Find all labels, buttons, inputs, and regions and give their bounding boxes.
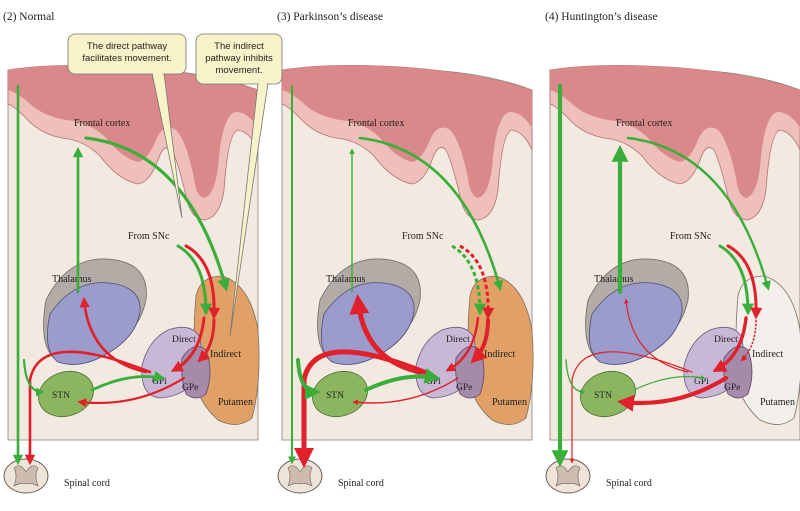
thalamus [46,282,141,365]
indirect-label: Indirect [210,349,241,360]
gpi-to-spinal-cord-arrow [569,351,693,464]
cortex-to-stn-arrow [565,359,586,395]
spinal-cord-label: Spinal cord [338,478,384,489]
stn-label: STN [52,391,70,401]
snc-to-indirect-arrow [726,244,763,320]
indirect-to-gpe-arrow [470,318,490,364]
direct-pathway-callout-line-1: The direct pathway [87,41,168,52]
stn [312,370,368,418]
gpe-to-stn-arrow [616,375,729,412]
indirect-pathway-callout-box [195,33,283,85]
gpi-to-thalamus-arrow [349,294,423,375]
thalamus-label: Thalamus [52,274,92,285]
putamen-label: Putamen [492,397,527,408]
indirect-to-gpe-arrow [197,318,216,363]
snc-to-direct-arrow [718,244,754,316]
direct-pathway-callout-line-2: facilitates movement. [82,53,171,64]
direct-label: Direct [446,335,470,345]
pathways [551,83,771,468]
cortex-surface [282,65,532,198]
direct-to-gpi-arrow [712,316,748,372]
spinal-cord-label: Spinal cord [64,478,110,489]
spinal-gray-matter [13,465,39,487]
stn-to-gpi-arrow [633,375,706,391]
from-snc-label: From SNc [128,231,170,242]
cortex-surface [8,65,258,198]
gpi-to-spinal-cord-arrow [24,350,152,466]
gpi-label: GPi [694,377,709,387]
from-snc-label: From SNc [402,231,444,242]
pathways [288,85,504,468]
indirect-to-gpe-arrow [740,319,757,362]
frontal-cortex-label: Frontal cortex [74,118,130,129]
frontal-cortex-label: Frontal cortex [616,118,672,129]
direct-label: Direct [172,335,196,345]
panel-title: (3) Parkinson’s disease [277,11,383,23]
thalamus [320,282,415,365]
thalamus-label: Thalamus [594,274,634,285]
thalamus [588,282,683,365]
gpe-label: GPe [724,383,740,393]
putamen-label: Putamen [218,397,253,408]
thalamus-label: Thalamus [326,274,366,285]
indirect-pathway-callout-line-3: movement. [216,65,263,76]
pathways [12,84,230,466]
gpi-to-spinal-cord-arrow [294,349,427,468]
snc-to-direct-arrow [176,244,212,316]
spinal-gray-matter [555,465,581,487]
stn-label: STN [326,391,344,401]
indirect-label: Indirect [752,349,783,360]
indirect-label: Indirect [484,349,515,360]
direct-pathway-callout-joint [153,72,163,75]
cortex-surface [550,65,800,198]
indirect-pathway-callout-line-1: The indirect [214,41,264,52]
cortex-to-putamen-arrow [84,136,230,292]
spinal-cord-label: Spinal cord [606,478,652,489]
gpe-label: GPe [182,383,198,393]
spinal-gray-matter [287,465,313,487]
cortex-to-stn-arrow [22,358,45,397]
gpe-label: GPe [456,383,472,393]
direct-pathway-callout-box [67,33,187,75]
snc-to-indirect-arrow [184,244,221,320]
cortex-to-stn-arrow [296,358,321,400]
snc-to-indirect-arrow [459,244,495,320]
cortex-to-putamen-arrow [626,136,771,291]
indirect-pathway-callout-joint [259,82,267,85]
direct-label: Direct [714,335,738,345]
panel-title: (2) Normal [3,11,54,23]
gpi-to-thalamus-arrow [623,298,689,373]
gpe-to-stn-arrow [352,377,459,406]
gpe-to-stn-arrow [77,376,186,408]
panel-title: (4) Huntington’s disease [545,11,657,23]
stn-label: STN [594,391,612,401]
direct-to-gpi-arrow [170,316,206,372]
direct-to-gpi-arrow [445,316,480,372]
stn-to-gpi-arrow [364,368,441,392]
frontal-cortex-label: Frontal cortex [348,118,404,129]
gpi-to-thalamus-arrow [79,296,148,374]
indirect-pathway-callout-line-2: pathway inhibits [205,53,273,64]
putamen-label: Putamen [760,397,795,408]
stn-to-gpi-arrow [90,371,166,392]
cortex-to-putamen-arrow [358,136,504,292]
from-snc-label: From SNc [670,231,712,242]
